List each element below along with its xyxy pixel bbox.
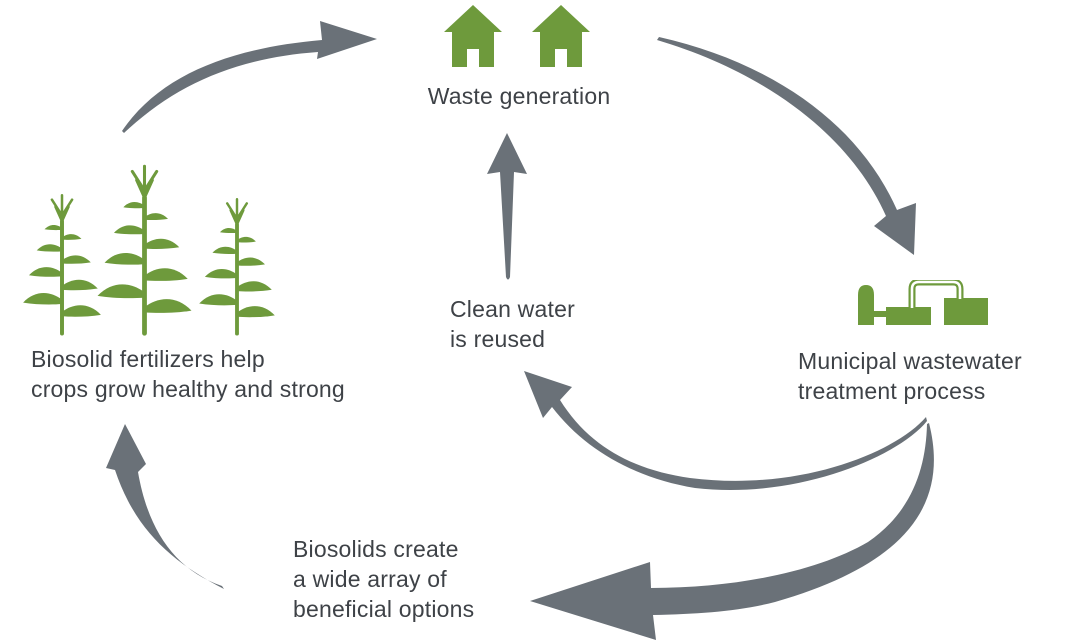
corn-plant-icon bbox=[23, 195, 101, 333]
house-icon bbox=[532, 5, 590, 67]
treatment-plant-icon bbox=[858, 280, 988, 325]
biosolids-label-line2: a wide array of bbox=[293, 566, 447, 592]
clean-water-label-line1: Clean water bbox=[450, 296, 575, 322]
biosolids-label-line1: Biosolids create bbox=[293, 536, 459, 562]
plant-tank-icon bbox=[858, 285, 874, 325]
arrow-waste-to-treatment-icon bbox=[657, 37, 916, 255]
crops-label-line2: crops grow healthy and strong bbox=[31, 376, 345, 402]
plant-pipe-inner-icon bbox=[910, 280, 962, 308]
arrow-treatment-to-biosolids-icon bbox=[530, 423, 934, 640]
house-icon bbox=[444, 5, 502, 67]
treatment-label-line1: Municipal wastewater bbox=[798, 348, 1022, 374]
plant-main-building-icon bbox=[944, 298, 988, 325]
corn-plants-icon bbox=[20, 148, 300, 340]
treatment-label: Municipal wastewater treatment process bbox=[798, 346, 1022, 406]
plant-connector-icon bbox=[873, 311, 888, 317]
crops-label: Biosolid fertilizers help crops grow hea… bbox=[31, 344, 345, 404]
arrow-crops-to-waste-icon bbox=[122, 21, 377, 133]
biosolids-label: Biosolids create a wide array of benefic… bbox=[293, 534, 474, 624]
arrow-cleanwater-to-waste-icon bbox=[487, 133, 527, 280]
houses-icon bbox=[444, 5, 590, 67]
waste-generation-label: Waste generation bbox=[399, 81, 639, 111]
treatment-label-line2: treatment process bbox=[798, 378, 986, 404]
arrow-biosolids-to-crops-icon bbox=[106, 424, 224, 589]
arrow-treatment-to-cleanwater-icon bbox=[524, 371, 927, 490]
corn-plant-icon bbox=[98, 166, 192, 333]
biosolids-label-line3: beneficial options bbox=[293, 596, 475, 622]
clean-water-label: Clean water is reused bbox=[450, 294, 575, 354]
corn-plant-icon bbox=[199, 199, 275, 333]
crops-label-line1: Biosolid fertilizers help bbox=[31, 346, 265, 372]
plant-mid-building-icon bbox=[886, 307, 931, 325]
clean-water-label-line2: is reused bbox=[450, 326, 546, 352]
waste-generation-label-text: Waste generation bbox=[427, 83, 611, 109]
